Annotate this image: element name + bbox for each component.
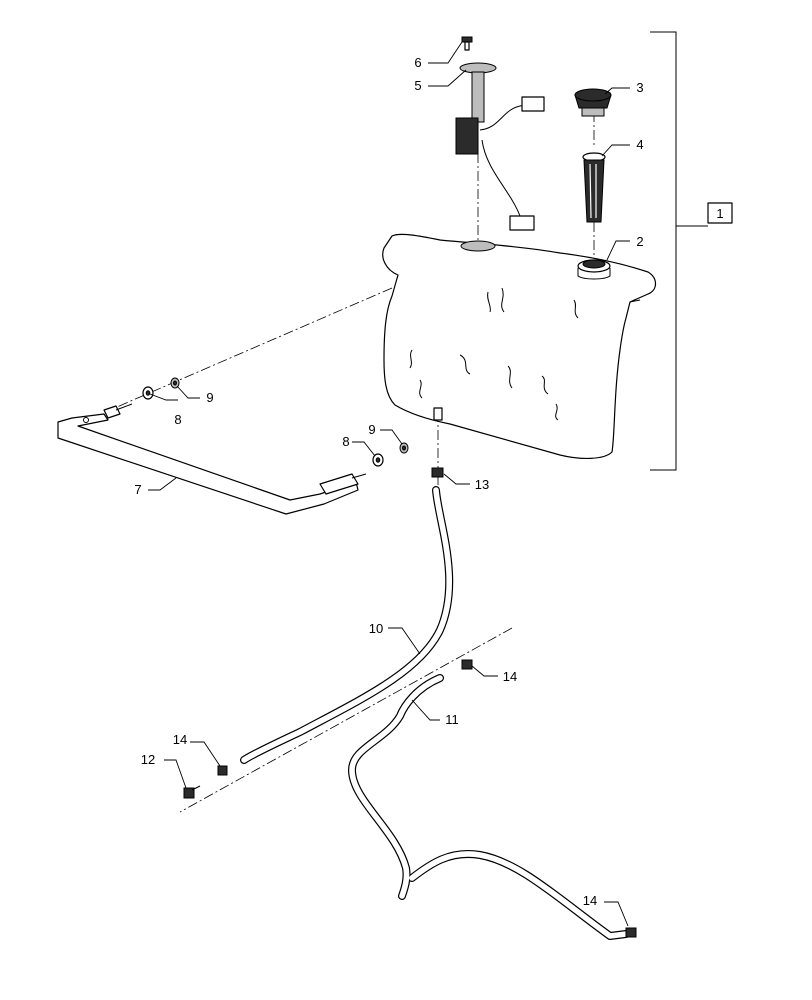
strainer bbox=[582, 152, 606, 223]
callout-4: 4 bbox=[636, 137, 643, 152]
reservoir-tank bbox=[382, 233, 657, 459]
hose-10 bbox=[240, 486, 454, 764]
callout-12: 12 bbox=[141, 752, 155, 767]
callouts: 1 2 3 4 5 6 7 8 8 9 9 10 11 12 13 14 14 … bbox=[134, 55, 723, 908]
level-sender bbox=[455, 62, 545, 231]
callout-6: 6 bbox=[414, 55, 421, 70]
hose-11 bbox=[348, 674, 630, 940]
callout-7: 7 bbox=[134, 482, 141, 497]
nut-right bbox=[399, 442, 409, 454]
hose-clamp-14-left bbox=[217, 765, 228, 776]
washer-right bbox=[372, 453, 384, 467]
callout-14-upper: 14 bbox=[503, 669, 517, 684]
hose-clamp-14-upper bbox=[461, 659, 473, 670]
callout-2: 2 bbox=[636, 234, 643, 249]
hose-clamp-13 bbox=[431, 467, 444, 478]
callout-3: 3 bbox=[636, 80, 643, 95]
callout-5: 5 bbox=[414, 78, 421, 93]
hose-clamp-14-lower bbox=[625, 927, 637, 938]
callout-8-left: 8 bbox=[174, 412, 181, 427]
filler-cap bbox=[574, 88, 612, 117]
callout-9-left: 9 bbox=[206, 390, 213, 405]
screw bbox=[461, 36, 473, 51]
callout-9-right: 9 bbox=[368, 422, 375, 437]
nut-left bbox=[170, 377, 180, 389]
callout-8-right: 8 bbox=[342, 434, 349, 449]
leader-lines bbox=[148, 41, 630, 927]
callout-14-lower: 14 bbox=[583, 893, 597, 908]
callout-10: 10 bbox=[369, 621, 383, 636]
callout-14-left: 14 bbox=[173, 732, 187, 747]
callout-13: 13 bbox=[475, 477, 489, 492]
washer-left bbox=[142, 386, 154, 400]
callout-1: 1 bbox=[716, 206, 723, 221]
tank-strap bbox=[57, 403, 367, 515]
fitting bbox=[183, 785, 201, 799]
callout-11: 11 bbox=[445, 712, 459, 727]
assembly-bracket bbox=[650, 31, 733, 471]
